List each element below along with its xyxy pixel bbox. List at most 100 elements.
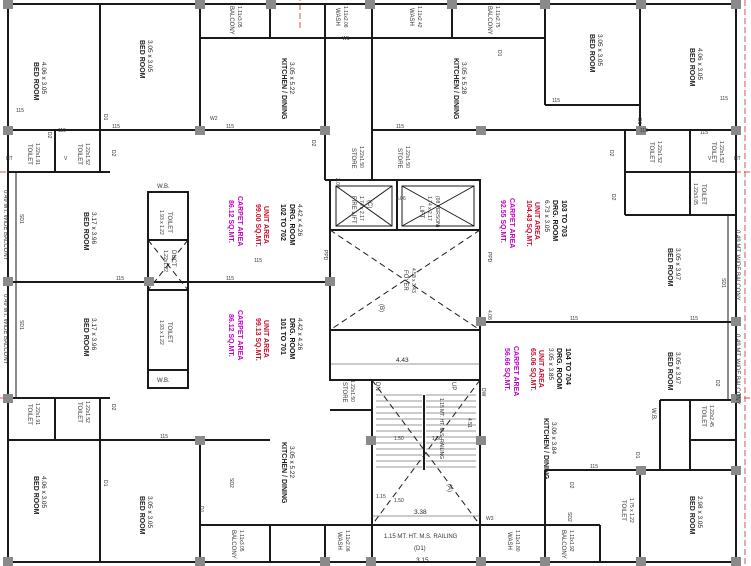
tag-d2-g: D2 xyxy=(714,380,720,387)
tag-v-b: V xyxy=(708,156,712,162)
tag-sd2-b: SD2 xyxy=(566,512,572,522)
lift-shafts xyxy=(335,185,475,227)
unit-104-drg-dim: 3.05 x 3.85 xyxy=(547,348,554,381)
bedroom-bl2-label: BED ROOM xyxy=(138,496,145,535)
column xyxy=(195,0,205,9)
stair-dn-label: DN xyxy=(374,382,380,391)
wall-thickness-tag: 115 xyxy=(116,276,124,282)
tag-d2-f: D2 xyxy=(110,404,116,411)
tag-d2-c: D2 xyxy=(310,140,316,147)
tag-d2-e: D2 xyxy=(610,194,616,201)
foyer-diagonals xyxy=(147,229,481,526)
kitchen-tl-label: KITCHEN / DINING xyxy=(280,58,287,120)
wall-thickness-tag: 115 xyxy=(226,124,234,130)
tag-d2-d: D2 xyxy=(608,150,614,157)
balcony-tl-dim: 1.11x3.05 xyxy=(236,6,242,28)
wash-bl-label: WASH xyxy=(336,532,342,550)
column xyxy=(3,394,13,403)
column xyxy=(144,277,154,286)
bedroom-ml1-label: BED ROOM xyxy=(82,212,89,251)
column xyxy=(636,557,646,566)
wash-tl-label: WASH xyxy=(334,8,340,26)
column xyxy=(266,0,276,9)
wide-balcony-l1: 0.49 MT. WIDE BALCONY xyxy=(2,190,8,261)
dim-338: 3.38 xyxy=(414,509,427,516)
store-2-label: STORE xyxy=(396,148,402,169)
bedroom-br-dim: 2.98 x 3.05 xyxy=(696,496,703,529)
core-labels: FIRE LIFT 1.74 x 2.17 (C) LIFT 1.74 x 2.… xyxy=(350,196,458,552)
unit-101-carpet-label: CARPET AREA xyxy=(236,310,243,360)
wall-thickness-tag: 115 xyxy=(590,464,598,470)
unit-101-drg: DRG. ROOM xyxy=(288,318,295,359)
unit-101: 101 TO 701 DRG. ROOM 4.42 x 4.26 UNIT AR… xyxy=(227,310,303,361)
unit-103-drg: DRG. ROOM xyxy=(551,200,558,241)
column xyxy=(540,0,550,9)
toilet-l2-label: TOILET xyxy=(76,144,82,165)
bedroom-tl-dim: 4.06 x 3.05 xyxy=(40,62,47,95)
wide-balcony-l2: 0.49 MT. WIDE BALCONY xyxy=(2,294,8,365)
dim-115a: 1.15 xyxy=(376,494,386,500)
toilet-r5-dim: 1.75 x 1.22 xyxy=(628,498,634,523)
unit-102-carpet-label: CARPET AREA xyxy=(236,196,243,246)
column xyxy=(636,126,646,135)
dim-150b: 1.50 xyxy=(432,436,442,442)
kitchen-tr-dim: 3.05 x 5.28 xyxy=(460,62,467,95)
lift-persons: (08 PERSON) xyxy=(434,196,440,228)
balcony-br-dim: 1.11x1.92 xyxy=(568,530,574,552)
bedroom-tr2-dim: 4.06 x 3.05 xyxy=(696,48,703,81)
tag-w3-a: W3 xyxy=(486,516,494,522)
duct-dim: 1.22x1.22 xyxy=(162,250,168,272)
column xyxy=(320,557,330,566)
unit-102: 102 TO 702 DRG. ROOM 4.42 x 4.26 UNIT AR… xyxy=(227,196,303,247)
wash-bl-dim: 1.11x2.06 xyxy=(344,530,350,552)
fire-lift-dim: 1.74 x 2.17 xyxy=(358,196,364,221)
toilet-r1-dim: 1.22x1.52 xyxy=(656,141,662,163)
unit-103-area: 104.43 SQ.MT. xyxy=(525,200,532,247)
unit-103-carpet-label: CARPET AREA xyxy=(508,198,515,248)
toilet-r5-label: TOILET xyxy=(620,500,626,521)
balcony-bl-label: BALCONY xyxy=(230,530,236,559)
balcony-tr-label: BALCONY xyxy=(486,6,492,35)
wall-thickness-tag: 115 xyxy=(112,124,120,130)
toilet-l6-label: TOILET xyxy=(76,402,82,423)
wide-balconies xyxy=(15,172,729,400)
column xyxy=(195,436,205,445)
toilet-l1-label: TOILET xyxy=(26,144,32,165)
column xyxy=(731,557,741,566)
tag-d1-c: D1 xyxy=(636,118,642,125)
tag-d1-a: D1 xyxy=(102,114,108,121)
bedroom-tr-label: BED ROOM xyxy=(588,34,595,73)
columns xyxy=(3,0,741,566)
unit-102-area: 99.00 SQ.MT. xyxy=(254,204,261,247)
dim-443: 4.43 xyxy=(396,357,409,364)
bedroom-ml2-label: BED ROOM xyxy=(82,318,89,357)
column xyxy=(476,126,486,135)
toilet-l5-label: TOILET xyxy=(26,404,32,425)
column xyxy=(195,126,205,135)
column xyxy=(476,317,486,326)
tag-d2-a: D2 xyxy=(46,132,52,139)
tag-v-a: V xyxy=(64,156,68,162)
wash-tl-dim: 1.11x2.06 xyxy=(342,6,348,28)
foyer-label: FOYER xyxy=(402,270,408,291)
bedroom-tl2-dim: 3.05 x 3.05 xyxy=(146,40,153,73)
tag-w1-a: W1 xyxy=(342,36,350,42)
kitchen-tr-label: KITCHEN / DINING xyxy=(452,58,459,120)
unit-103-carpet: 92.55 SQ.MT. xyxy=(499,200,506,243)
fire-lift-label: FIRE LIFT xyxy=(350,196,356,224)
column xyxy=(540,557,550,566)
wall-thickness-tag: 115 xyxy=(226,276,234,282)
unit-101-drg-dim: 4.42 x 4.26 xyxy=(296,318,303,351)
column xyxy=(3,0,13,9)
unit-104: 104 TO 704 DRG. ROOM 3.05 x 3.85 UNIT AR… xyxy=(503,346,571,396)
store-2-dim: 1.22x1.50 xyxy=(404,146,410,168)
bedroom-mr2-dim: 3.05 x 3.97 xyxy=(674,352,681,385)
wash-tr-dim: 1.11x2.42 xyxy=(416,6,422,28)
toilet-r3-dim: 1.22x3.05 xyxy=(692,183,698,205)
dim-406: 4.06 xyxy=(396,196,406,202)
column xyxy=(3,126,13,135)
wall-thickness-tag: 115 xyxy=(58,128,66,134)
toilet-r2-label: TOILET xyxy=(710,142,716,163)
bedroom-bl-label: BED ROOM xyxy=(32,476,39,515)
